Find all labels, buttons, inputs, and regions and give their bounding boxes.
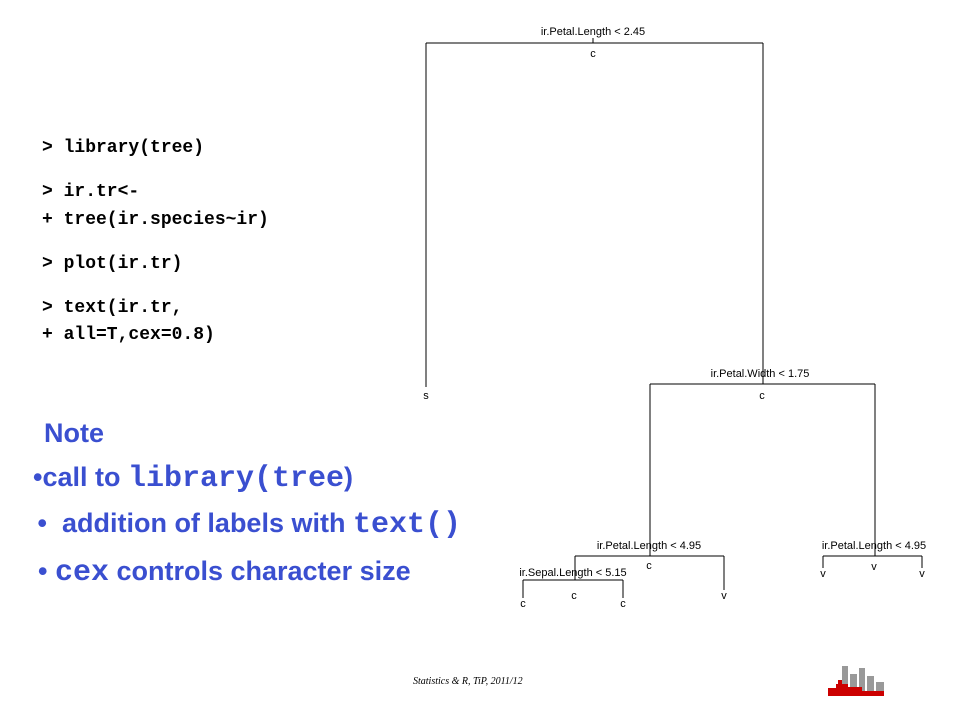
note-title: Note [44,418,104,448]
root-split-label: ir.Petal.Length < 2.45 [541,26,645,38]
rll-split-label: ir.Sepal.Length < 5.15 [519,567,626,579]
note-bullet-text: • addition of labels with text() [30,508,462,542]
code-line-text: > text(ir.tr, [42,298,183,318]
left-leaf-label: s [423,390,429,402]
rr-leaf-b: v [919,568,925,580]
code-line-args: + all=T,cex=0.8) [42,325,215,345]
note-bullet-cex: • cex controls character size [38,556,411,590]
right-class-label: c [759,390,765,402]
rl-class-label: c [646,560,652,572]
code-line-plot: > plot(ir.tr) [42,254,183,274]
rl-leaf-v: v [721,590,727,602]
rr-split-label: ir.Petal.Length < 4.95 [822,540,926,552]
code-line-assign: > ir.tr<- [42,182,140,202]
code-line-library: > library(tree) [42,138,205,158]
footer-credit: Statistics & R, TiP, 2011/12 [413,676,523,687]
rr-class-label: v [871,561,877,573]
rll-leaf-b: c [620,598,626,610]
note-bullet-library: •call to library(tree) [33,462,354,496]
rll-leaf-a: c [520,598,526,610]
root-class-label: c [590,48,596,60]
university-logo-icon [828,666,884,696]
rl-split-label: ir.Petal.Length < 4.95 [597,540,701,552]
rll-class-label: c [571,590,577,602]
code-line-tree-call: + tree(ir.species~ir) [42,210,269,230]
rr-leaf-a: v [820,568,826,580]
right-split-label: ir.Petal.Width < 1.75 [711,368,810,380]
